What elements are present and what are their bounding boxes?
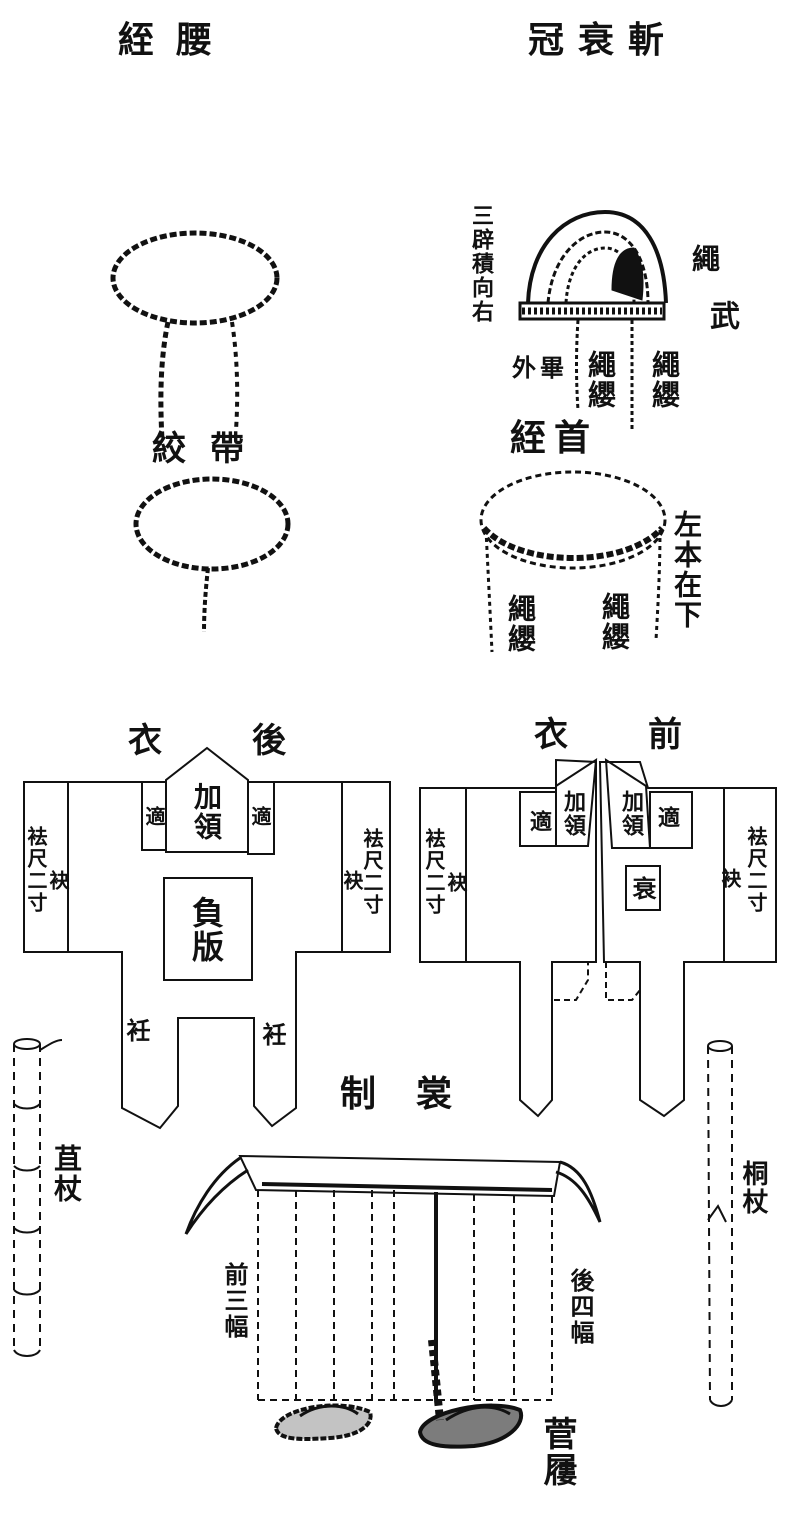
title-skirt: 制裳 xyxy=(340,1073,493,1115)
label-cap-cord: 繩 xyxy=(688,244,721,274)
straw-sandal-right xyxy=(417,1403,524,1449)
label-wutong-staff: 桐杖 xyxy=(738,1160,768,1216)
label-left-base-below: 左本在下 xyxy=(670,510,703,630)
wutong-staff-notch xyxy=(707,1204,727,1223)
wutong-staff-drawing xyxy=(707,1040,733,1407)
label-front-lapel-right: 適 xyxy=(654,806,680,830)
label-back-sleeve-left-mei: 袂 xyxy=(46,870,70,892)
bamboo-staff-top xyxy=(13,1038,41,1050)
robe-front-left-outline xyxy=(419,758,597,1118)
head-sash-right-ying xyxy=(654,529,662,641)
bamboo-staff-node-1 xyxy=(13,1103,41,1110)
straw-sandal-right-strap xyxy=(445,1405,511,1422)
cap-arch-shadow xyxy=(611,247,644,301)
wutong-staff-base xyxy=(709,1399,733,1407)
robe-back-lapel-right xyxy=(247,781,275,855)
label-front-cui: 衰 xyxy=(628,876,657,902)
skirt-right-tie xyxy=(555,1160,602,1223)
label-straw-sandals: 菅屨 xyxy=(537,1416,577,1488)
label-front-sleeve-right: 袪尺二寸 xyxy=(744,826,768,914)
label-twisted-belt: 絞帶 xyxy=(152,429,268,469)
wutong-staff-outline xyxy=(707,1045,733,1401)
robe-front-left-skirt-flap xyxy=(551,962,589,1001)
label-cap-ying-right: 繩纓 xyxy=(648,350,681,410)
label-front-lapel-left: 適 xyxy=(526,810,552,834)
bamboo-staff-outline xyxy=(13,1044,41,1350)
title-robe-back: 衣後 xyxy=(128,721,376,761)
skirt-drawing xyxy=(184,1154,602,1401)
label-back-hem-right: 衽 xyxy=(258,1022,287,1048)
label-head-sash-ying-right: 繩纓 xyxy=(598,592,631,652)
skirt-band-inner-line xyxy=(261,1182,553,1192)
robe-front-drawing xyxy=(419,758,777,1118)
skirt-waistband xyxy=(238,1154,562,1198)
label-front-sleeve-left-mei: 袂 xyxy=(444,872,468,894)
robe-front-cui-patch xyxy=(625,865,661,911)
wutong-staff-top xyxy=(707,1040,733,1052)
head-sash-ring xyxy=(479,470,667,570)
label-back-lapel-left: 適 xyxy=(142,806,166,828)
bamboo-staff-node-4 xyxy=(13,1289,41,1296)
waist-sash-left-strand xyxy=(158,321,171,441)
cap-crown-inner xyxy=(546,230,650,304)
skirt-left-tie xyxy=(184,1156,249,1235)
title-mourning-cap: 冠衰斬 xyxy=(528,19,679,61)
robe-back-outline xyxy=(23,781,391,1130)
robe-front-lapel-right xyxy=(649,791,693,849)
cap-band-wu xyxy=(518,301,666,321)
label-skirt-front-panels: 前三幅 xyxy=(220,1262,249,1340)
cap-crown xyxy=(526,209,668,304)
waist-sash-lower-ring xyxy=(133,476,291,572)
title-waist-sash: 絰腰 xyxy=(118,19,235,61)
waist-sash-tail xyxy=(202,567,210,633)
robe-front-lapel-left xyxy=(519,791,557,847)
robe-back-drawing xyxy=(23,746,391,1130)
waist-sash-drawing xyxy=(110,230,291,633)
bamboo-staff-node-2 xyxy=(13,1165,41,1172)
head-sash-left-ying xyxy=(484,529,494,653)
label-back-burden-board: 負版 xyxy=(187,896,225,964)
bamboo-staff-base xyxy=(13,1349,41,1357)
robe-front-right-skirt-flap xyxy=(605,962,641,1001)
title-head-sash: 絰首 xyxy=(510,417,599,459)
title-robe-front: 衣前 xyxy=(534,715,762,755)
robe-back-burden-board xyxy=(163,877,253,981)
waist-sash-upper-ring xyxy=(110,230,280,326)
bamboo-staff-node-3 xyxy=(13,1227,41,1234)
mourning-cap-drawing xyxy=(518,209,668,430)
label-back-sleeve-right: 袪尺二寸 xyxy=(360,828,384,916)
sandal-dark-streak xyxy=(428,1339,444,1421)
head-sash-front-twist xyxy=(481,525,665,561)
label-back-sleeve-left: 袪尺二寸 xyxy=(24,826,48,914)
label-front-collar-right: 加領 xyxy=(618,790,644,838)
straw-sandals-drawing xyxy=(273,1339,524,1449)
label-cap-outer-bi: 外畢 xyxy=(512,353,568,382)
label-skirt-back-panels: 後四幅 xyxy=(566,1268,595,1346)
label-front-sleeve-right-mei: 袂 xyxy=(718,868,742,890)
label-head-sash-ying-left: 繩纓 xyxy=(504,594,537,654)
label-three-pleats: 三辟積向右 xyxy=(468,204,494,324)
label-cap-ying-left: 繩纓 xyxy=(584,350,617,410)
label-back-sleeve-right-mei: 袂 xyxy=(340,870,364,892)
label-front-collar-left: 加領 xyxy=(560,790,586,838)
head-sash-drawing xyxy=(479,470,667,653)
label-back-hem-left: 衽 xyxy=(122,1018,151,1044)
waist-sash-right-strand xyxy=(230,321,240,431)
cap-left-ying-cord xyxy=(575,319,580,411)
label-front-sleeve-left: 袪尺二寸 xyxy=(422,828,446,916)
label-cap-wu: 武 xyxy=(704,300,739,332)
label-back-collar: 加領 xyxy=(190,782,223,842)
robe-front-right-outline xyxy=(598,761,777,1118)
robe-back-lapel-left xyxy=(141,781,167,851)
label-back-lapel-right: 適 xyxy=(248,806,272,828)
bamboo-staff-drawing xyxy=(13,1038,63,1357)
straw-sandal-left-strap xyxy=(299,1404,359,1418)
skirt-outline xyxy=(257,1190,553,1401)
bamboo-staff-twig xyxy=(39,1039,63,1051)
straw-sandal-left xyxy=(273,1403,373,1441)
label-bamboo-staff: 苴杖 xyxy=(50,1144,83,1204)
